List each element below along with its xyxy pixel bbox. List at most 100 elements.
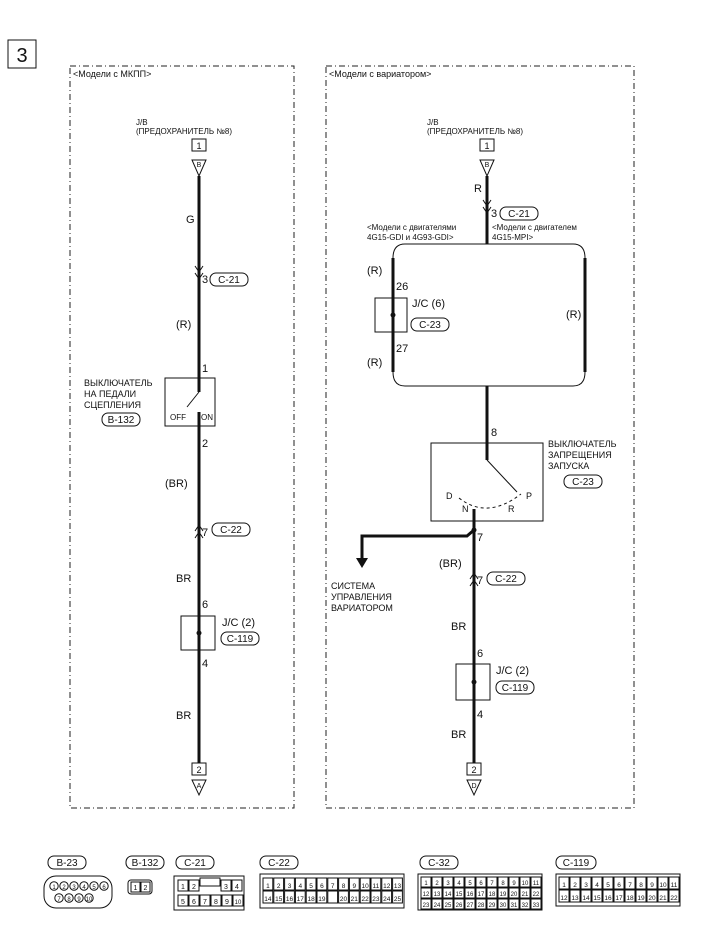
connector-pin-label: 4 (298, 883, 302, 890)
connector-pin-label: 12 (383, 883, 391, 890)
connector-pin-cell (338, 890, 349, 904)
left-wire4-color: BR (176, 573, 191, 585)
connector-pin-label: 5 (606, 882, 610, 889)
connector-pin-cell (519, 876, 531, 888)
connector-pin-label: 30 (500, 903, 507, 909)
connector-pin-cell (453, 898, 465, 910)
right-cvt-label-2: УПРАВЛЕНИЯ (331, 592, 392, 602)
right-inhibitor-label-3: ЗАПУСКА (548, 461, 589, 471)
connector-pin-label: 6 (479, 881, 483, 887)
connector-pin-label: 1 (562, 882, 566, 889)
connector-pin-label: 25 (394, 896, 402, 903)
left-switch-label-2: НА ПЕДАЛИ (84, 389, 136, 399)
left-switch-code: B-132 (108, 415, 135, 426)
connector-pin-label: 8 (342, 883, 346, 890)
connector-pin-cell (475, 898, 487, 910)
connector-pin-label: 19 (637, 895, 645, 902)
left-conn2-mark (194, 524, 204, 539)
right-cvt-label-1: СИСТЕМА (331, 581, 375, 591)
connector-pin-cell (602, 876, 614, 890)
connector-pin-cell (305, 877, 317, 891)
c21-pin-7: 7 (203, 899, 207, 906)
connector-pin-label: 22 (533, 892, 540, 898)
connector-pin-label: 10 (361, 883, 369, 890)
right-jc6-wire-top: (R) (367, 265, 382, 277)
right-jc6-wire-bottom: (R) (367, 357, 382, 369)
connector-pin-cell (569, 876, 581, 890)
connector-pin-label: 3 (288, 883, 292, 890)
right-jc6-pin-bottom: 27 (396, 343, 408, 355)
connector-pin-label: 8 (501, 881, 505, 887)
right-pos-n: N (462, 504, 469, 514)
left-jc-code: C-119 (227, 634, 254, 645)
left-panel-title: <Модели с МКПП> (73, 69, 151, 79)
connector-pin-label: 19 (500, 892, 507, 898)
connector-pin-cell (294, 890, 306, 904)
right-top-arrow-icon (479, 159, 495, 178)
c21-pin-1: 1 (181, 884, 185, 891)
right-source-desc: (ПРЕДОХРАНИТЕЛЬ №8) (427, 127, 523, 136)
connector-pin-cell (486, 876, 498, 888)
left-switch-pin-top: 1 (202, 363, 208, 375)
right-inhibitor-blade (486, 459, 518, 493)
b132-pin-1: 1 (134, 885, 138, 892)
connector-pin-label: 17 (478, 892, 485, 898)
connector-pin-label: 1 (266, 883, 270, 890)
connector-pin-cell (327, 890, 339, 904)
connector-pin-cell (464, 887, 476, 899)
connector-pin-cell (519, 887, 531, 899)
right-inhibitor-pin-bottom: 7 (477, 532, 483, 544)
connector-pin-cell (284, 877, 295, 891)
connector-b-23: B-23 1 2 3 4 5 6 7 8 9 10 (43, 855, 113, 909)
right-conn1-code: C-21 (508, 209, 530, 220)
connector-pin-label: 2 (573, 882, 577, 889)
right-wire5-color: BR (451, 729, 466, 741)
left-bottom-arrow-icon (191, 779, 207, 797)
connector-c-22-body (259, 873, 405, 909)
connector-pin-label: 16 (604, 895, 612, 902)
connector-pin-cell (530, 898, 542, 910)
connector-pin-cell (359, 877, 371, 891)
connector-pin-cell (338, 877, 349, 891)
left-conn1-pin: 3 (202, 274, 208, 286)
connector-pin-cell (569, 889, 581, 903)
connector-b-23-pill (47, 855, 87, 870)
left-top-arrow-icon (191, 159, 207, 178)
left-switch-blade (186, 391, 200, 408)
left-conn1-mark (194, 265, 204, 280)
right-jc6-node (390, 312, 396, 318)
connector-pin-label: 7 (628, 882, 632, 889)
right-conn2-pill (486, 571, 526, 586)
right-top-terminal-box (479, 138, 495, 152)
connector-c-21: C-21 1 2 3 4 5 6 7 8 9 10 (173, 855, 245, 911)
connector-pin-cell (519, 898, 531, 910)
left-switch-label-1: ВЫКЛЮЧАТЕЛЬ (84, 378, 153, 388)
connector-pin-cell (508, 887, 520, 899)
connector-pin-cell (613, 876, 625, 890)
c21-pin-2: 2 (192, 884, 196, 891)
connector-pin-cell (273, 877, 285, 891)
connector-pin-cell (530, 887, 542, 899)
left-conn1-pill (209, 272, 249, 287)
right-branch-left-2: 4G15-GDI и 4G93-GDI> (367, 233, 454, 242)
connector-pin-label: 15 (275, 896, 283, 903)
connector-pin-label: 9 (512, 881, 516, 887)
page-marker: 3 (16, 45, 27, 67)
connector-pin-cell (475, 887, 487, 899)
connector-pin-label: 25 (445, 903, 452, 909)
left-conn1-code: C-21 (218, 275, 240, 286)
right-top-terminal: 1 (484, 141, 489, 151)
right-jc-code-pill (495, 680, 535, 695)
connector-pin-label: 8 (639, 882, 643, 889)
left-jc-node (196, 630, 202, 636)
left-clutch-switch (164, 377, 216, 427)
connector-pin-cell (348, 890, 360, 904)
right-top-arrow: B (485, 162, 490, 169)
connector-pin-cell (359, 890, 371, 904)
connector-pin-label: 26 (456, 903, 463, 909)
left-jc-pin-top: 6 (202, 599, 208, 611)
left-bottom-terminal-box (191, 762, 207, 776)
connector-pin-cell (420, 876, 432, 888)
connector-pin-label: 4 (595, 882, 599, 889)
